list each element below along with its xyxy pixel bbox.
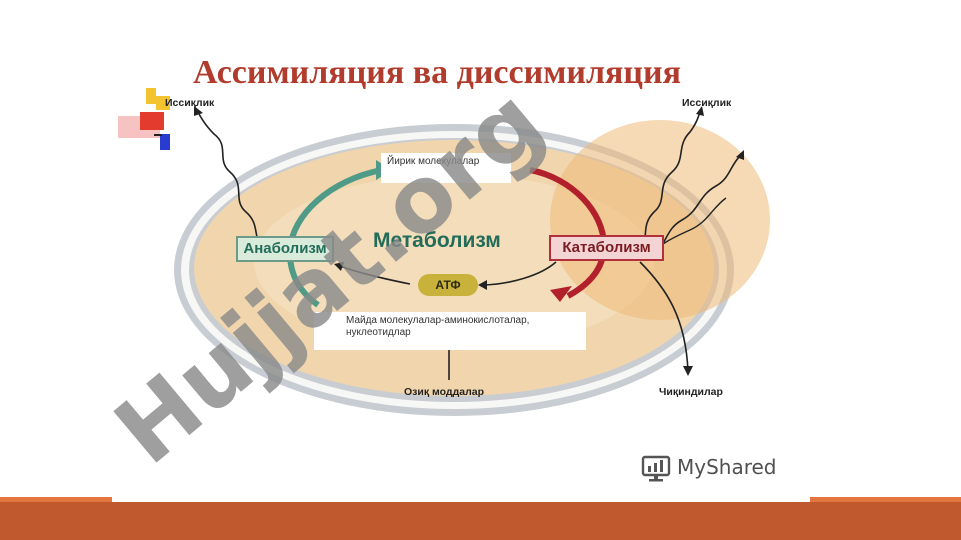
heat-arrow-right-1 — [639, 111, 701, 253]
footer-bar — [0, 502, 961, 540]
heat-label-right: Иссиқлик — [682, 97, 732, 109]
myshared-logo-icon — [641, 455, 671, 482]
catabolism-box: Катаболизм — [549, 235, 664, 261]
myshared-label: MyShared — [677, 455, 777, 479]
heat-label-left: Иссиқлик — [165, 97, 215, 109]
anabolism-box: Анаболизм — [236, 236, 334, 262]
heat-arrow-right-2 — [649, 155, 741, 257]
slide-title: Ассимиляция ва диссимиляция — [193, 54, 681, 91]
waste-arrow — [639, 261, 689, 373]
footer-accent-right — [810, 497, 961, 502]
atp-badge: АТФ — [418, 274, 478, 296]
myshared-brand[interactable]: MyShared — [641, 450, 791, 484]
large-molecules-label: Йирик молекулалар — [387, 156, 480, 167]
small-molecules-label-1: Майда молекулалар-аминокислоталар, — [346, 315, 530, 326]
decorative-squares — [118, 88, 170, 158]
heat-arrow-left — [197, 111, 269, 257]
footer-accent-left — [0, 497, 112, 502]
nutrients-label: Озиқ моддалар — [404, 386, 485, 398]
atp-to-anabolism-arrow — [339, 265, 411, 285]
small-molecules-label-2: нуклеотидлар — [346, 327, 411, 338]
small-molecules-box: Майда молекулалар-аминокислоталар, нукле… — [314, 312, 586, 350]
catabolism-to-atp-arrow — [483, 261, 557, 286]
waste-label: Чиқиндилар — [659, 386, 723, 398]
large-molecules-box: Йирик молекулалар — [381, 153, 511, 183]
metabolism-label: Метаболизм — [373, 229, 501, 252]
